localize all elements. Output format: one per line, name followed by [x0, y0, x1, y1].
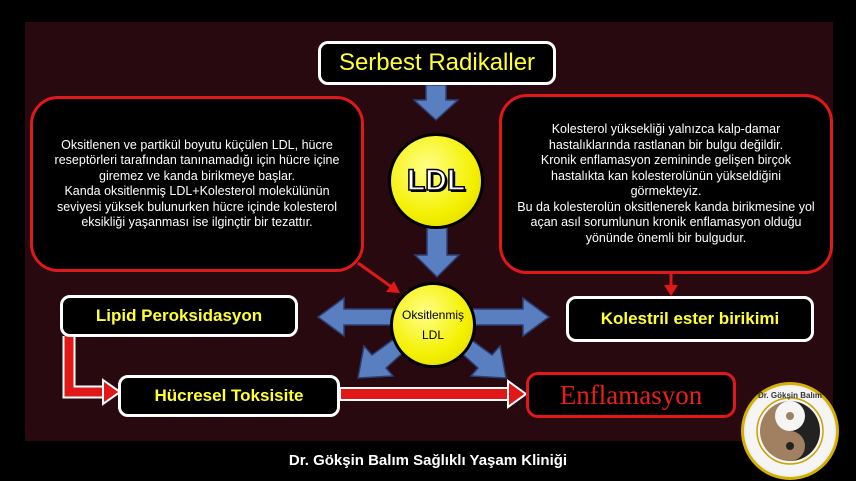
lipid-peroxidation-box: Lipid Peroksidasyon — [60, 295, 298, 337]
arrow-left-info-pointer — [357, 261, 394, 290]
title-box: Serbest Radikaller — [318, 41, 556, 85]
footer-clinic-name: Dr. Gökşin Balım Sağlıklı Yaşam Kliniği — [288, 452, 568, 469]
oxidized-ldl-circle: Oksitlenmiş LDL — [390, 282, 476, 368]
inflammation-box: Enflamasyon — [526, 372, 736, 418]
clinic-logo: Dr. Gökşin Balım — [741, 382, 839, 480]
arrow-title-to-ldl — [412, 84, 460, 122]
left-info-box: Oksitlenen ve partikül boyutu küçülen LD… — [30, 96, 364, 272]
ldl-circle-label: LDL — [406, 163, 466, 198]
right-info-text: Kolesterol yüksekliği yalnızca kalp-dama… — [517, 122, 815, 245]
cholesterol-ester-label: Kolestril ester birikimi — [600, 309, 780, 328]
oxidized-ldl-line1: Oksitlenmiş — [401, 308, 464, 322]
arrow-oxidized-to-ester — [471, 296, 551, 338]
lipid-peroxidation-label: Lipid Peroksidasyon — [95, 306, 263, 325]
title-text: Serbest Radikaller — [338, 49, 536, 76]
oxidized-ldl-line2: LDL — [421, 328, 444, 342]
arrow-toxicity-to-inflammation — [339, 387, 513, 401]
ldl-circle: LDL — [388, 133, 484, 229]
arrow-ldl-to-oxidized — [413, 227, 461, 279]
arrow-oxidized-to-lipid — [316, 296, 396, 338]
cholesterol-ester-box: Kolestril ester birikimi — [566, 296, 814, 342]
cellular-toxicity-label: Hücresel Toksisite — [154, 386, 304, 405]
inflammation-label: Enflamasyon — [559, 379, 703, 410]
left-info-text: Oksitlenen ve partikül boyutu küçülen LD… — [54, 137, 340, 230]
logo-text: Dr. Gökşin Balım — [757, 391, 823, 400]
cellular-toxicity-box: Hücresel Toksisite — [118, 375, 340, 417]
right-info-box: Kolesterol yüksekliği yalnızca kalp-dama… — [499, 94, 833, 274]
